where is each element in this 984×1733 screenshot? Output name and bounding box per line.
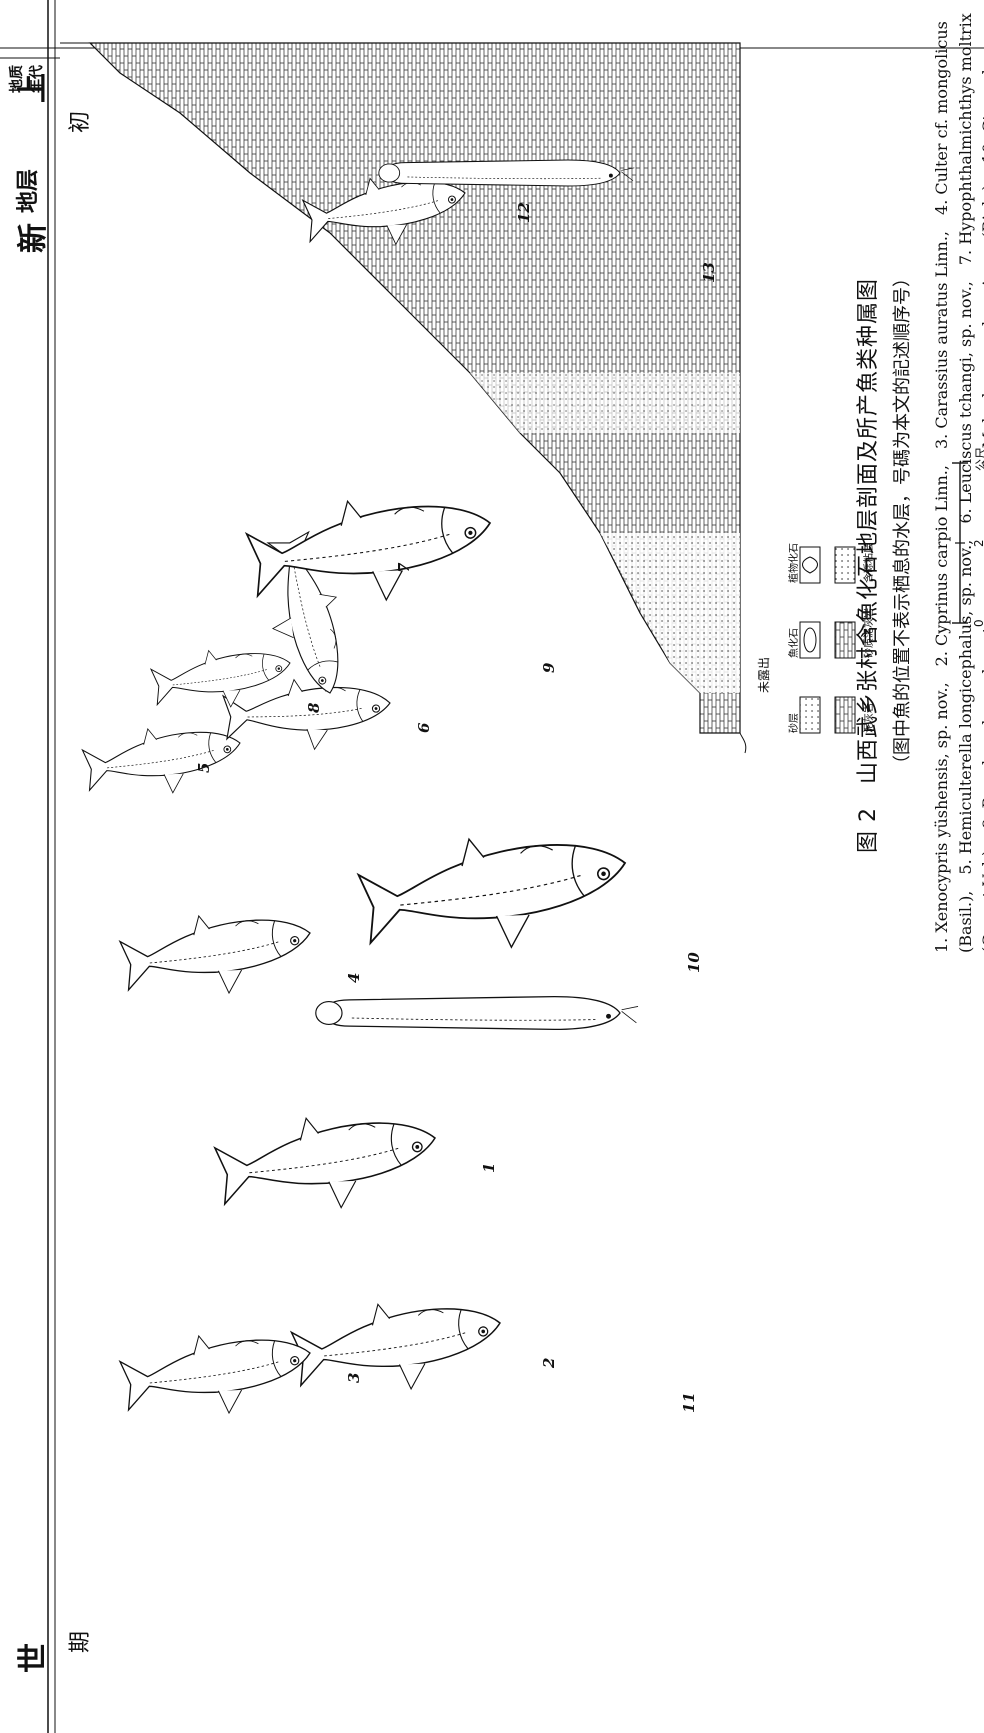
- fish-number-6: 6: [415, 723, 433, 733]
- fish-5: [81, 714, 247, 807]
- fish-number-13: 13: [700, 262, 718, 283]
- fish-13: [379, 160, 634, 186]
- fish-number-5: 5: [195, 763, 213, 773]
- legend-swatches: [800, 547, 855, 733]
- fish-1: [213, 1097, 445, 1228]
- fish-number-2: 2: [540, 1358, 558, 1368]
- figure-title: 图 2 山西武乡张村含魚化石地层剖面及所产魚类种属图: [850, 278, 882, 853]
- era-shang: 上: [8, 73, 52, 103]
- species-line-1: 1. Xenocypris yüshensis, sp. nov., 2. Cy…: [928, 21, 952, 953]
- layer-column-header: 地层: [10, 169, 42, 213]
- fish-number-11: 11: [680, 1392, 698, 1413]
- species-line-2: (Basil.), 5. Hemiculterella longicephalu…: [952, 13, 976, 953]
- fish-2: [289, 1284, 508, 1408]
- legend-sand: 砂层: [785, 713, 800, 733]
- legend-fish-fossil: 魚化石: [785, 628, 800, 658]
- fish-3: [118, 1317, 318, 1430]
- species-line-3: (Cuv. et Val.), 8. Pseudorasbora changts…: [975, 22, 984, 953]
- era-qi: 期: [62, 1631, 94, 1653]
- fish-11: [316, 997, 638, 1030]
- era-shi: 世: [8, 1643, 52, 1673]
- fish-number-1: 1: [480, 1163, 498, 1173]
- fish-number-7: 7: [395, 563, 413, 573]
- era-xin: 新: [8, 223, 52, 253]
- fish-number-10: 10: [685, 952, 703, 973]
- fish-number-9: 9: [540, 663, 558, 673]
- era-chu: 初: [62, 111, 94, 133]
- unexposed-label: 未露出: [755, 657, 772, 693]
- fish-number-8: 8: [305, 703, 323, 713]
- legend-plant-fossil: 植物化石: [785, 543, 800, 583]
- figure-note: （图中魚的位置不表示栖息的水层，号碼为本文的記述順序号）: [888, 269, 914, 773]
- fish-number-3: 3: [345, 1373, 363, 1383]
- fish-number-4: 4: [345, 973, 363, 983]
- strat-section: [60, 43, 746, 753]
- fish-number-12: 12: [515, 202, 533, 223]
- fish-4: [118, 897, 318, 1010]
- fish-10: [356, 813, 636, 971]
